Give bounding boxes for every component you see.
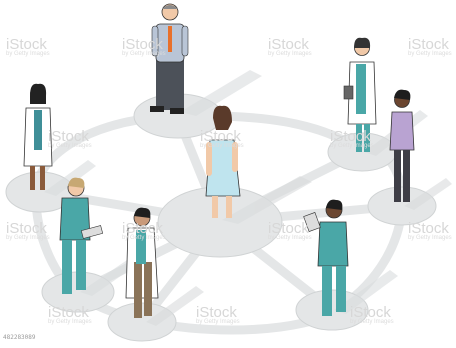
doctor-top [150, 3, 189, 114]
patient-center [205, 105, 241, 218]
doctor-left [23, 83, 53, 190]
network-nodes [5, 93, 437, 342]
person-right [389, 89, 415, 202]
figure-shadows [44, 70, 452, 326]
nurse-lower-left [59, 177, 104, 294]
stock-image-id: 482283089 [3, 334, 36, 341]
nurse-lower-right [303, 199, 349, 316]
doctor-bottom [125, 207, 159, 318]
doctor-right-upper [343, 37, 377, 152]
